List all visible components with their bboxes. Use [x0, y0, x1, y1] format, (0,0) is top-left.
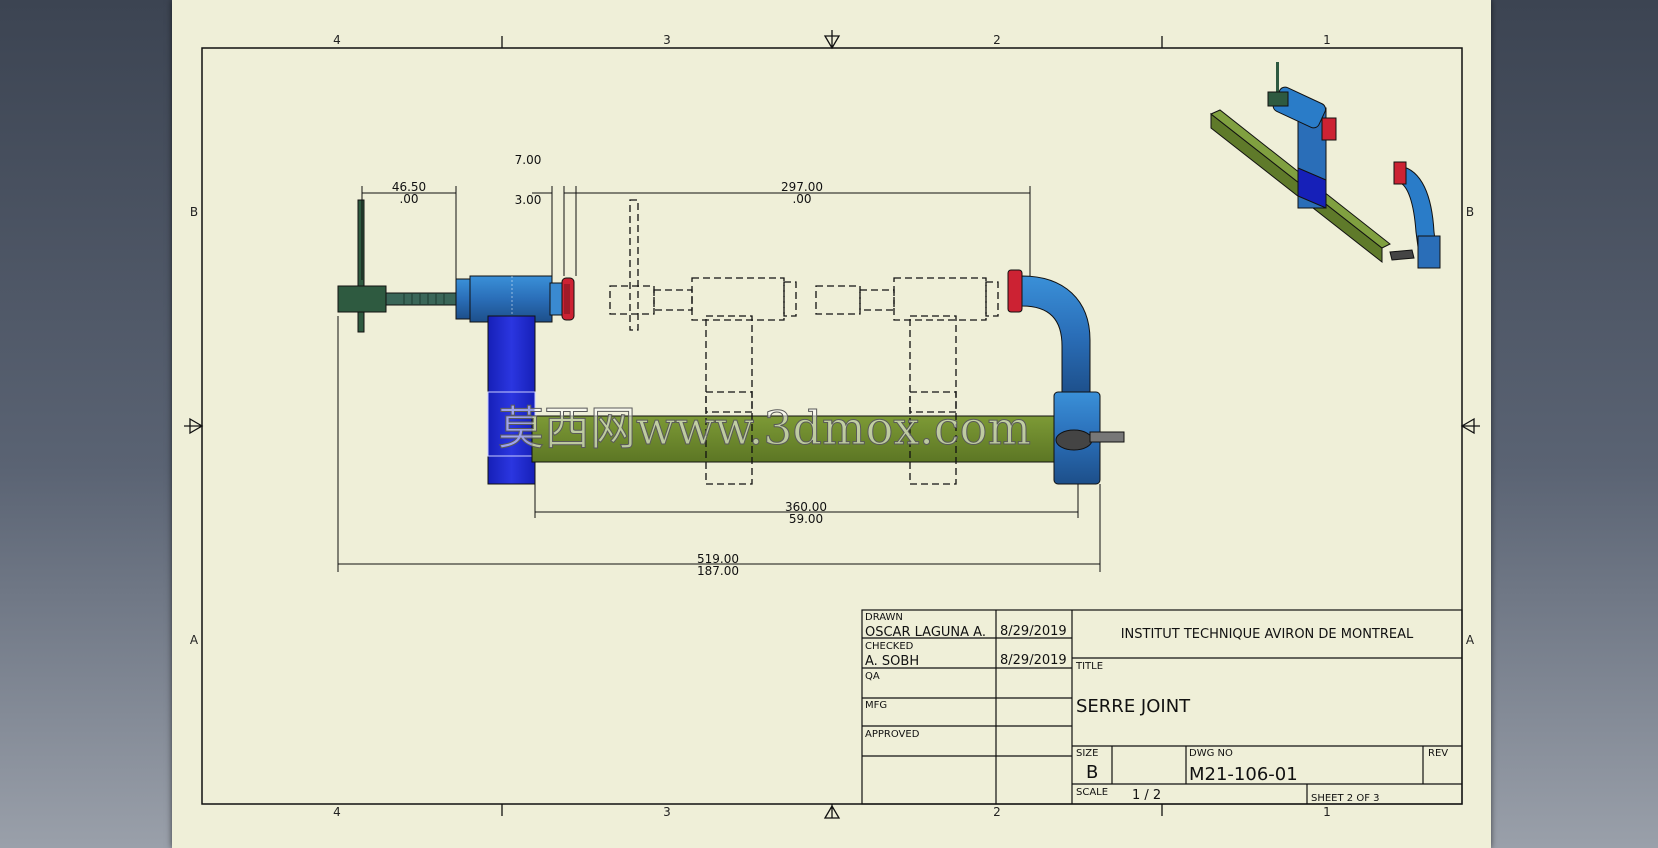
dwg-no-label: DWG NO: [1189, 748, 1233, 759]
scale-value: 1 / 2: [1132, 788, 1161, 803]
title-label: TITLE: [1075, 661, 1103, 672]
dim-7-00: 7.00: [515, 153, 542, 167]
clamp-isometric-view: [1210, 62, 1441, 269]
checked-date: 8/29/2019: [1000, 653, 1067, 668]
watermark: 莫西网www.3dmox.com: [498, 401, 1031, 455]
zone-col-1: 1: [1323, 33, 1331, 47]
zone-col-1-bottom: 1: [1323, 805, 1331, 819]
company-name: INSTITUT TECHNIQUE AVIRON DE MONTREAL: [1121, 627, 1414, 642]
drawing-title: SERRE JOINT: [1076, 696, 1191, 717]
dim-7-00-tol: 3.00: [515, 193, 542, 207]
drawing-canvas: 4 3 2 1 4 3 2 1 B A B A: [184, 30, 1480, 819]
scale-label: SCALE: [1076, 787, 1108, 798]
dwg-no: M21-106-01: [1189, 764, 1298, 785]
dim-360-00-tol: 59.00: [789, 512, 823, 526]
drawn-name: OSCAR LAGUNA A.: [865, 625, 986, 640]
clamp-front-view: [337, 199, 1125, 485]
size-label: SIZE: [1076, 748, 1098, 759]
zone-col-3: 3: [663, 33, 671, 47]
drawn-label: DRAWN: [865, 612, 903, 623]
checked-label: CHECKED: [865, 641, 914, 652]
rev-label: REV: [1428, 748, 1448, 759]
zone-row-b-right: B: [1466, 205, 1474, 219]
phantom-jaw-positions: [609, 199, 999, 485]
sheet-number: SHEET 2 OF 3: [1311, 793, 1380, 804]
dim-519-00: 519.00: [697, 552, 739, 566]
approved-label: APPROVED: [865, 729, 920, 740]
zone-row-b: B: [190, 205, 198, 219]
sheet-size: B: [1086, 762, 1098, 783]
qa-label: QA: [865, 671, 880, 682]
zone-col-2: 2: [993, 33, 1001, 47]
dim-360-00: 360.00: [785, 500, 827, 514]
centering-marks: [184, 30, 1480, 819]
dim-519-00-tol: 187.00: [697, 564, 739, 578]
dim-46-50: 46.50: [392, 180, 426, 194]
checked-name: A. SOBH: [865, 654, 919, 669]
dim-297-00: 297.00: [781, 180, 823, 194]
dimension-lines: [337, 186, 1101, 572]
dim-46-50-tol: .00: [399, 192, 418, 206]
drawn-date: 8/29/2019: [1000, 624, 1067, 639]
mfg-label: MFG: [865, 700, 887, 711]
zone-col-4: 4: [333, 33, 341, 47]
zone-col-2-bottom: 2: [993, 805, 1001, 819]
dim-297-00-tol: .00: [792, 192, 811, 206]
zone-col-4-bottom: 4: [333, 805, 341, 819]
zone-col-3-bottom: 3: [663, 805, 671, 819]
zone-row-a-right: A: [1466, 633, 1475, 647]
title-block: [861, 609, 1463, 805]
zone-row-a: A: [190, 633, 199, 647]
drawing-sheet: 4 3 2 1 4 3 2 1 B A B A: [172, 0, 1491, 848]
